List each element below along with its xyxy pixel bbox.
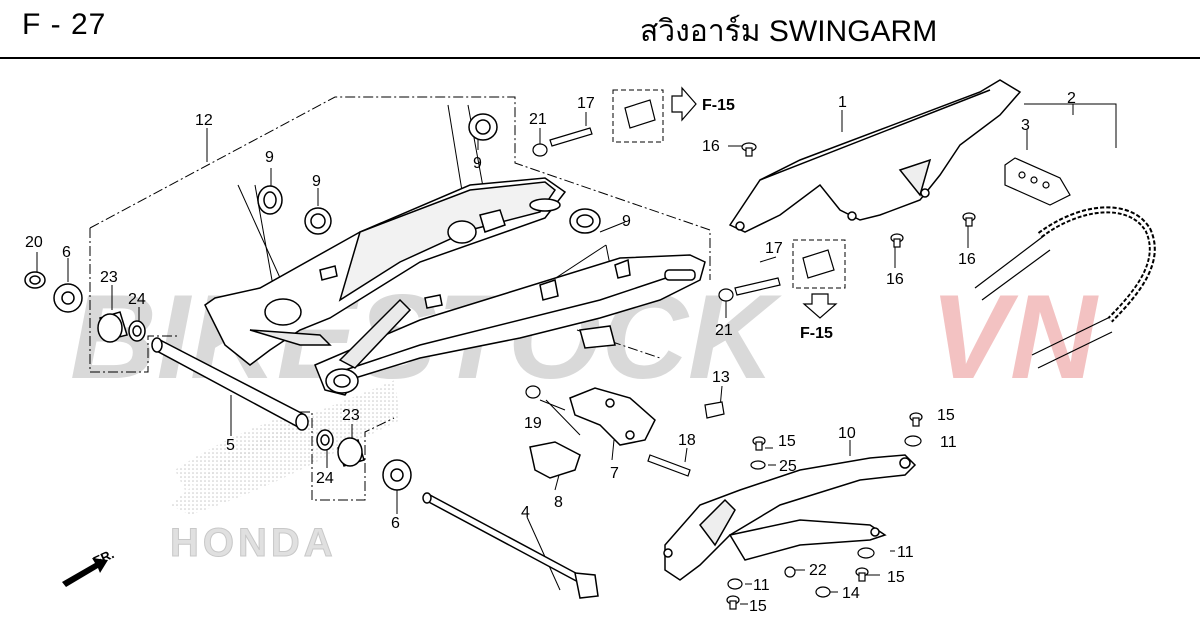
swingarm [204,177,706,396]
callout-15d: 15 [749,598,767,615]
callout-13: 13 [712,369,730,386]
callout-18: 18 [678,432,696,449]
callout-9d: 9 [622,213,631,230]
watermark-text-b: VN [930,270,1099,404]
header-rule [0,57,1200,59]
callout-11b: 11 [897,544,914,561]
callout-6b: 6 [391,515,400,532]
callout-16a: 16 [702,138,720,155]
front-arrow-label: FR. [91,546,116,568]
ref-f15-top: F-15 [702,97,735,114]
honda-logo-text: HONDA [170,521,337,565]
callout-21b: 21 [715,322,733,339]
callout-14: 14 [842,585,860,602]
callout-12: 12 [195,112,213,129]
callout-17b: 17 [765,240,783,257]
pivot-pipe [151,337,309,431]
callout-9b: 9 [312,173,321,190]
callout-15b: 15 [778,433,796,450]
pivot-bearings [24,271,412,491]
callout-3: 3 [1021,117,1030,134]
callout-11c: 11 [753,577,770,594]
page-code: F - 27 [22,8,107,41]
callout-22: 22 [809,562,827,579]
callout-1: 1 [838,94,847,111]
callout-11a: 11 [940,434,957,451]
callout-24a: 24 [128,291,146,308]
callout-2: 2 [1067,90,1076,107]
callout-24b: 24 [316,470,334,487]
callout-5: 5 [226,437,235,454]
honda-logo: HONDA [170,380,400,566]
pivot-bolt [422,492,599,599]
fasteners [525,127,976,610]
callout-21a: 21 [529,111,547,128]
drive-chain [974,157,1156,369]
callout-16b: 16 [886,271,904,288]
rubber-bushes [257,113,601,235]
callout-25: 25 [779,458,797,475]
callout-23b: 23 [342,407,360,424]
callout-23a: 23 [100,269,118,286]
chain-case [728,79,1022,233]
callout-19: 19 [524,415,542,432]
callout-6a: 6 [62,244,71,261]
callout-7: 7 [610,465,619,482]
page-title: สวิงอาร์ม SWINGARM [640,15,938,48]
callout-9c: 9 [473,155,482,172]
chain-slider [663,454,917,581]
callout-20: 20 [25,234,43,251]
callout-17a: 17 [577,95,595,112]
callout-9a: 9 [265,149,274,166]
ref-f15-mid: F-15 [800,325,833,342]
callout-4: 4 [521,504,530,521]
page-header: F - 27 สวิงอาร์ม SWINGARM [0,0,1200,59]
callout-8: 8 [554,494,563,511]
callouts: 1 2 3 4 5 6 6 7 8 9 9 9 9 10 11 11 11 12… [25,90,1076,615]
callout-10: 10 [838,425,856,442]
chain-guide [529,387,656,479]
callout-15c: 15 [887,569,905,586]
reference-blocks: F-15 F-15 [612,86,846,342]
callout-16c: 16 [958,251,976,268]
callout-15a: 15 [937,407,955,424]
front-arrow: FR. [62,546,116,587]
